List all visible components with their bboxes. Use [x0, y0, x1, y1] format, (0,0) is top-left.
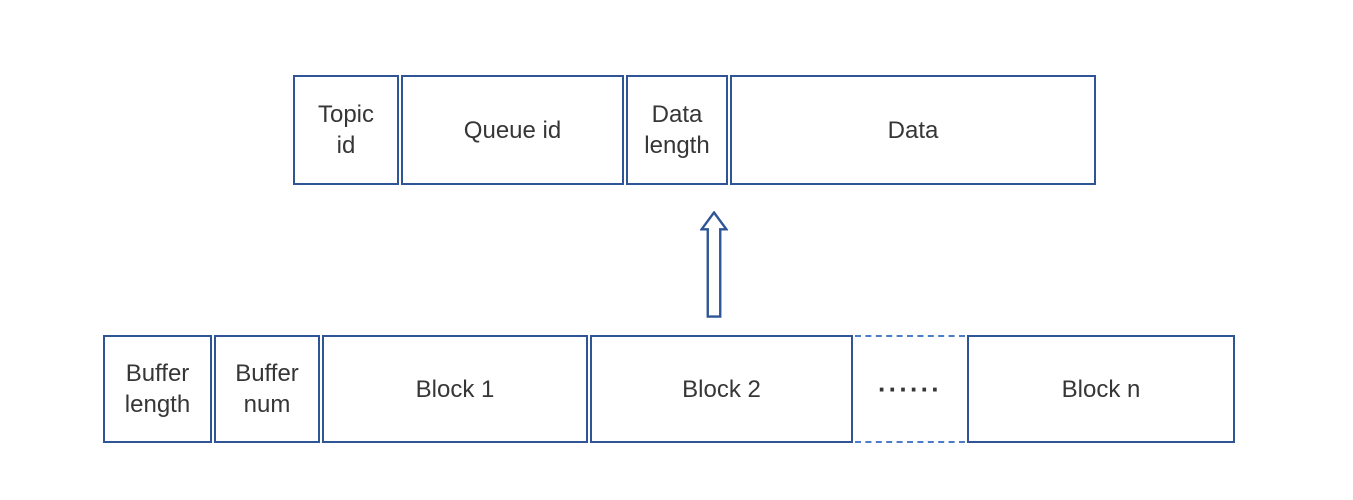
box-block-2-label: Block 2 — [682, 375, 761, 403]
box-queue-id-label: Queue id — [463, 116, 562, 144]
box-block-2: Block 2 — [590, 335, 853, 443]
box-block-n: Block n — [967, 335, 1235, 443]
box-buffer-length-label: Buffer length — [124, 360, 191, 418]
box-data-length: Data length — [626, 75, 728, 185]
box-topic-id: Topic id — [293, 75, 399, 185]
box-data-label: Data — [887, 116, 939, 144]
up-arrow-icon — [700, 211, 728, 318]
ellipsis-dots: ······ — [878, 373, 942, 404]
box-block-n-label: Block n — [1061, 375, 1141, 403]
box-queue-id: Queue id — [401, 75, 624, 185]
box-topic-id-label: Topic id — [317, 101, 375, 159]
box-buffer-num: Buffer num — [214, 335, 320, 443]
box-buffer-length: Buffer length — [103, 335, 212, 443]
box-block-1: Block 1 — [322, 335, 588, 443]
box-block-1-label: Block 1 — [415, 375, 495, 403]
box-data-length-label: Data length — [644, 101, 710, 159]
box-data: Data — [730, 75, 1096, 185]
box-ellipsis-blocks: ······ — [855, 335, 965, 443]
box-buffer-num-label: Buffer num — [235, 360, 299, 418]
